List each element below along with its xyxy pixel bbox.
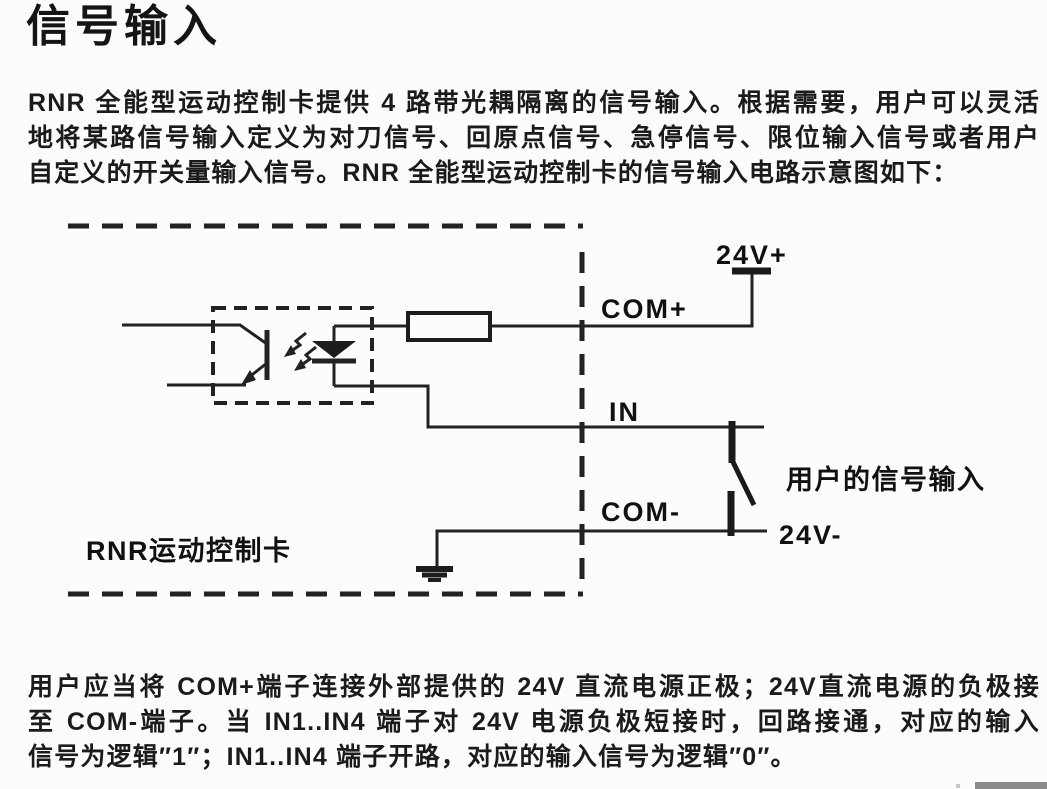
footer-paragraph: 用户应当将 COM+端子连接外部提供的 24V 直流电源正极；24V直流电源的负… xyxy=(28,670,1040,775)
footer-line-1: 用户应当将 COM+端子连接外部提供的 24V 直流电源正极；24V直流电源的负… xyxy=(28,673,1040,701)
collector-wire xyxy=(122,323,268,346)
ground-symbol-icon xyxy=(416,566,453,582)
scan-speck xyxy=(956,784,960,788)
scrollbar-thumb-fragment[interactable] xyxy=(975,782,1047,789)
light-arrow-2-head xyxy=(294,359,306,371)
intro-line-2: 地将某路信号输入定义为对刀信号、回原点信号、急停信号、限位输入信号或者用户 xyxy=(28,124,1040,152)
phototransistor xyxy=(122,323,270,387)
label-com-plus: COM+ xyxy=(601,294,688,324)
user-switch xyxy=(727,421,757,536)
led-triangle xyxy=(312,341,356,358)
intro-paragraph: RNR 全能型运动控制卡提供 4 路带光耦隔离的信号输入。根据需要，用户可以灵活… xyxy=(28,86,1040,191)
switch-lever xyxy=(730,460,757,507)
label-user-signal-input: 用户的信号输入 xyxy=(786,464,986,495)
label-com-minus: COM- xyxy=(601,497,681,527)
light-arrow-1 xyxy=(289,331,307,354)
light-arrow-1-head xyxy=(284,345,296,357)
led xyxy=(312,326,356,386)
light-arrows-icon xyxy=(284,331,317,371)
footer-line-3: 信号为逻辑″1″；IN1..IN4 端子开路，对应的输入信号为逻辑″0″。 xyxy=(28,743,797,771)
label-card-name: RNR运动控制卡 xyxy=(86,536,292,566)
wire-com-plus xyxy=(490,272,754,328)
footer-line-2: 至 COM-端子。当 IN1..IN4 端子对 24V 电源负极短接时，回路接通… xyxy=(28,708,1040,736)
emitter-arrowhead xyxy=(241,370,256,385)
optocoupler-box xyxy=(211,306,374,405)
label-24v-plus: 24V+ xyxy=(716,240,788,270)
intro-line-3: 自定义的开关量输入信号。RNR 全能型运动控制卡的信号输入电路示意图如下： xyxy=(28,159,959,187)
wire-in xyxy=(334,384,764,429)
wire-com-minus xyxy=(435,529,767,567)
resistor xyxy=(406,311,492,342)
wires xyxy=(334,272,767,567)
light-arrow-2 xyxy=(299,345,317,368)
label-24v-minus: 24V- xyxy=(779,520,843,550)
card-outline xyxy=(68,223,585,597)
label-in: IN xyxy=(609,397,640,427)
intro-line-1: RNR 全能型运动控制卡提供 4 路带光耦隔离的信号输入。根据需要，用户可以灵活 xyxy=(28,89,1040,117)
page-title: 信号输入 xyxy=(26,2,222,51)
